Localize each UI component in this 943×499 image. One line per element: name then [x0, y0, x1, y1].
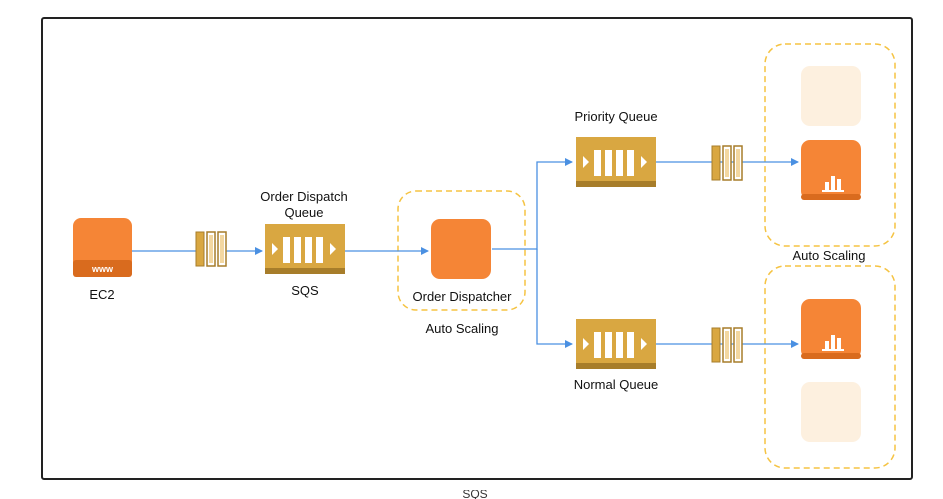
ec2-label: EC2 — [89, 287, 114, 302]
priority-queue-label: Priority Queue — [574, 109, 657, 124]
bar-chart-icon — [822, 176, 844, 192]
sqs-title-line1: Order Dispatch — [260, 189, 347, 204]
top-autoscaling-group — [764, 43, 896, 247]
dispatcher-label: Order Dispatcher — [413, 289, 513, 304]
priority-queue-icon — [576, 137, 656, 187]
worker-instance — [801, 299, 861, 359]
normal-queue-label: Normal Queue — [574, 377, 659, 392]
message-icon — [195, 231, 227, 267]
caption-fragment: SQS — [462, 490, 488, 499]
inactive-worker-instance — [801, 382, 861, 442]
normal-queue-icon — [576, 319, 656, 369]
diagram-frame — [41, 17, 913, 480]
dispatcher-instance — [431, 219, 491, 279]
sqs-label: SQS — [291, 283, 319, 298]
message-icon — [711, 145, 743, 181]
dispatcher-to-priority-arrow — [492, 158, 573, 250]
bottom-autoscaling-group — [764, 265, 896, 469]
dispatcher-to-normal-arrow — [536, 249, 573, 348]
sqs-title-line2: Queue — [284, 205, 323, 220]
bar-chart-icon — [822, 335, 844, 351]
dispatcher-group-label: Auto Scaling — [426, 321, 499, 336]
top-group-label: Auto Scaling — [793, 248, 866, 263]
inactive-worker-instance — [801, 66, 861, 126]
message-icon — [711, 327, 743, 363]
ec2-instance: www — [73, 218, 132, 277]
worker-instance — [801, 140, 861, 200]
sqs-queue-icon — [265, 224, 345, 274]
www-icon: www — [91, 264, 114, 274]
